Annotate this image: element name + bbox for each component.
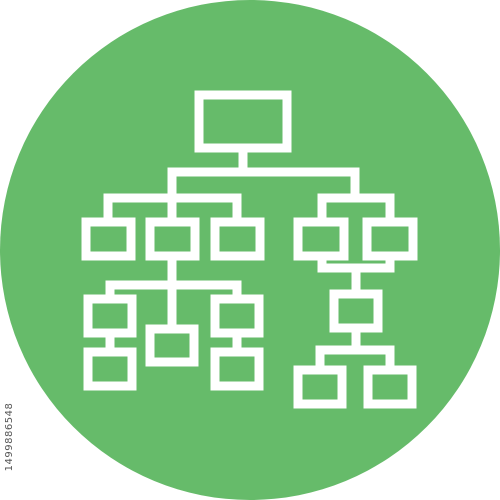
- level3-right-box-2: [363, 365, 417, 409]
- level2-right-box: [329, 289, 383, 333]
- level1-left-box-3: [210, 217, 265, 261]
- level3-right-box-1: [293, 365, 347, 409]
- stock-id-watermark: 1499886548: [4, 402, 15, 472]
- level1-right-box-2: [362, 217, 418, 261]
- root-box: [194, 90, 292, 153]
- level2-left-box-3: [210, 294, 264, 338]
- level1-left-box-1: [81, 217, 136, 261]
- level2-left-box-1: [83, 294, 137, 338]
- level1-left-box-2: [145, 217, 200, 261]
- org-chart-boxes: [81, 90, 418, 409]
- level2-left-box-2: [145, 324, 199, 367]
- level1-right-box-1: [293, 217, 349, 261]
- level3-left-box-2: [210, 347, 264, 391]
- level3-left-box-1: [83, 347, 137, 391]
